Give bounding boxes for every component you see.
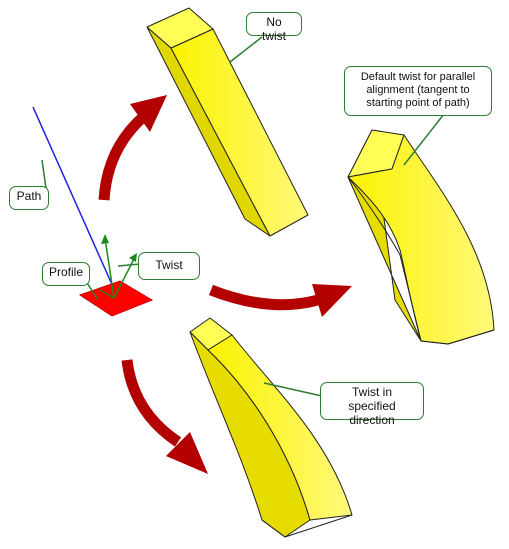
label-profile: Profile xyxy=(49,265,84,279)
arrow-to-default-twist xyxy=(209,284,352,317)
arrow-to-no-twist xyxy=(98,95,167,201)
arrow-to-specified-twist xyxy=(121,359,208,474)
profile-square xyxy=(78,280,154,317)
label-path: Path xyxy=(16,189,42,203)
label-twist-specified: Twist in specified direction xyxy=(348,385,396,427)
callout-twist-specified: Twist in specified direction xyxy=(320,382,424,427)
callout-path: Path xyxy=(9,186,49,210)
label-no-twist: No twist xyxy=(262,15,286,43)
label-default-twist: Default twist for parallel alignment (ta… xyxy=(360,71,476,109)
callout-no-twist: No twist xyxy=(246,12,302,43)
label-twist: Twist xyxy=(155,258,183,272)
extrusion-specified-twist xyxy=(189,317,353,538)
callout-profile: Profile xyxy=(42,262,90,286)
path-line xyxy=(32,106,119,299)
callout-twist: Twist xyxy=(138,252,200,280)
extrusion-no-twist xyxy=(146,7,309,237)
axis-triad xyxy=(99,234,137,299)
extrusion-default-twist xyxy=(347,129,495,345)
callout-default-twist: Default twist for parallel alignment (ta… xyxy=(344,66,492,116)
